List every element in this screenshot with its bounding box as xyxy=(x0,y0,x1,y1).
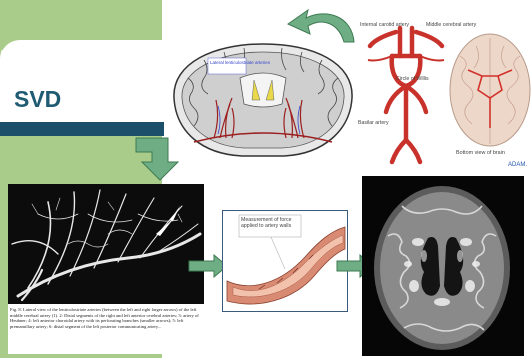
micrograph-caption: Fig. 8. Lateral view of the lenticulostr… xyxy=(10,307,202,353)
internal-carotid-label: Internal carotid artery xyxy=(360,22,409,28)
circle-of-willis-diagram: Internal carotid artery Middle cerebral … xyxy=(356,16,532,174)
vessel-diagram-panel: Measurement of force applied to artery w… xyxy=(222,210,348,312)
circle-label: Circle of Willis xyxy=(396,76,429,82)
brain-mri-icon xyxy=(362,176,524,356)
down-arrow xyxy=(134,136,186,184)
title-underline-bar xyxy=(0,122,165,136)
adam-brand: ADAM. xyxy=(508,162,527,168)
force-label: Measurement of force applied to artery w… xyxy=(241,217,299,229)
middle-cerebral-label: Middle cerebral artery xyxy=(426,22,477,28)
lenticulostriate-label: Lateral lenticulostriate arteries xyxy=(210,60,271,65)
slide-title: SVD xyxy=(14,86,61,113)
coronal-brain-section: Lateral lenticulostriate arteries xyxy=(164,38,362,160)
curved-arrow xyxy=(282,2,362,50)
basilar-label: Basilar artery xyxy=(358,120,389,126)
micrograph-image xyxy=(8,184,204,304)
bottom-view-label: Bottom view of brain xyxy=(456,150,505,156)
micrograph-panel: Fig. 8. Lateral view of the lenticulostr… xyxy=(8,184,204,354)
